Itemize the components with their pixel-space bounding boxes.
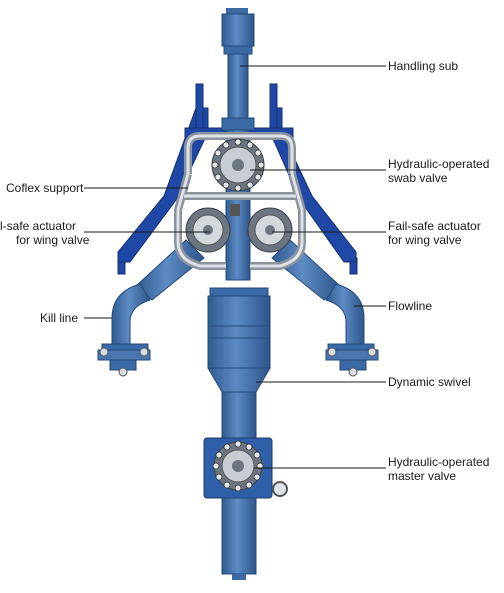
flowline-flange: [325, 343, 379, 377]
master-valve: [203, 437, 288, 499]
right-wing-actuator: [247, 207, 293, 253]
lower-body: [221, 497, 257, 580]
label-handling-sub: Handling sub: [388, 59, 459, 73]
dynamic-swivel: [207, 287, 271, 439]
label-kill-line: Kill line: [40, 311, 79, 325]
kill-line-flange: [97, 343, 151, 377]
left-wing-actuator: [185, 204, 240, 253]
swab-valve: [211, 138, 265, 192]
leader-lines: [84, 65, 386, 469]
label-right-actuator: Fail-safe actuator for wing valve: [388, 219, 481, 247]
handling-sub: [221, 8, 255, 131]
label-dynamic-swivel: Dynamic swivel: [388, 375, 471, 389]
label-coflex-support: Coflex support: [6, 181, 84, 195]
label-master-valve: Hydraulic-operated master valve: [388, 455, 490, 483]
label-swab-valve: Hydraulic-operated swab valve: [388, 157, 490, 185]
label-flowline: Flowline: [388, 299, 433, 313]
label-left-actuator: l-safe actuator for wing valve: [0, 219, 90, 247]
